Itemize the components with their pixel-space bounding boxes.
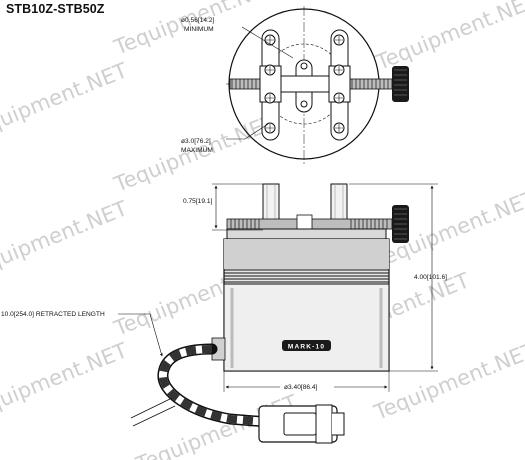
center-bridge <box>280 75 330 93</box>
cable-length-label: 10.0[254.0] RETRACTED LENGTH <box>1 311 105 318</box>
base-diameter-label: ø3.40[86.4] <box>284 384 318 391</box>
cable-break-marks <box>130 397 176 427</box>
housing-lower-body <box>223 283 390 372</box>
side-screw-threads <box>230 219 388 229</box>
housing-top-band <box>224 239 389 269</box>
cable-assembly <box>130 343 345 444</box>
jaw-height-dimension <box>212 183 263 231</box>
max-diameter-leader <box>226 123 269 140</box>
total-height-dimension <box>349 183 438 372</box>
watermark-2: Tequipment.NET <box>0 58 131 145</box>
db9-connector-shell <box>315 404 333 444</box>
page-title: STB10Z-STB50Z <box>6 2 105 16</box>
min-label: MINIMUM <box>184 26 214 33</box>
top-view <box>226 6 409 165</box>
db9-connector-face <box>283 412 317 436</box>
cable-length-leader <box>118 313 163 357</box>
side-knob-knurling <box>394 208 407 240</box>
pin-center-top <box>300 62 308 70</box>
base-label-bg <box>280 381 334 391</box>
housing-highlights <box>230 288 383 368</box>
top-view-knob <box>392 66 409 102</box>
housing-grooves <box>224 269 389 283</box>
brand-plate-text: MARK-10 <box>288 343 325 350</box>
min-diameter-leader <box>241 26 294 59</box>
watermark-5: Tequipment.NET <box>0 196 131 283</box>
top-plate <box>226 228 387 240</box>
brand-plate <box>282 340 331 351</box>
watermark-3: Tequipment.NET <box>372 0 525 75</box>
min-diameter-label: ø0.56[14.2] <box>181 17 215 24</box>
cable-dashes <box>159 345 269 426</box>
jaw-height-label: 0.75[19.1] <box>183 198 212 205</box>
total-height-label: 4.00[101.6] <box>414 274 447 281</box>
side-view: MARK-10 <box>211 183 409 372</box>
pin-center-bottom <box>300 100 308 108</box>
max-label: MAXIMUM <box>181 147 213 154</box>
pin-crosses <box>266 36 343 132</box>
db9-connector-pins <box>332 412 345 436</box>
watermark-10: Tequipment.NET <box>370 338 525 425</box>
watermark-8: Tequipment.NET <box>0 338 131 425</box>
knob-knurling <box>394 69 407 96</box>
max-diameter-label: ø3.0[76.2] <box>181 138 211 145</box>
jaw-shading <box>266 184 344 230</box>
